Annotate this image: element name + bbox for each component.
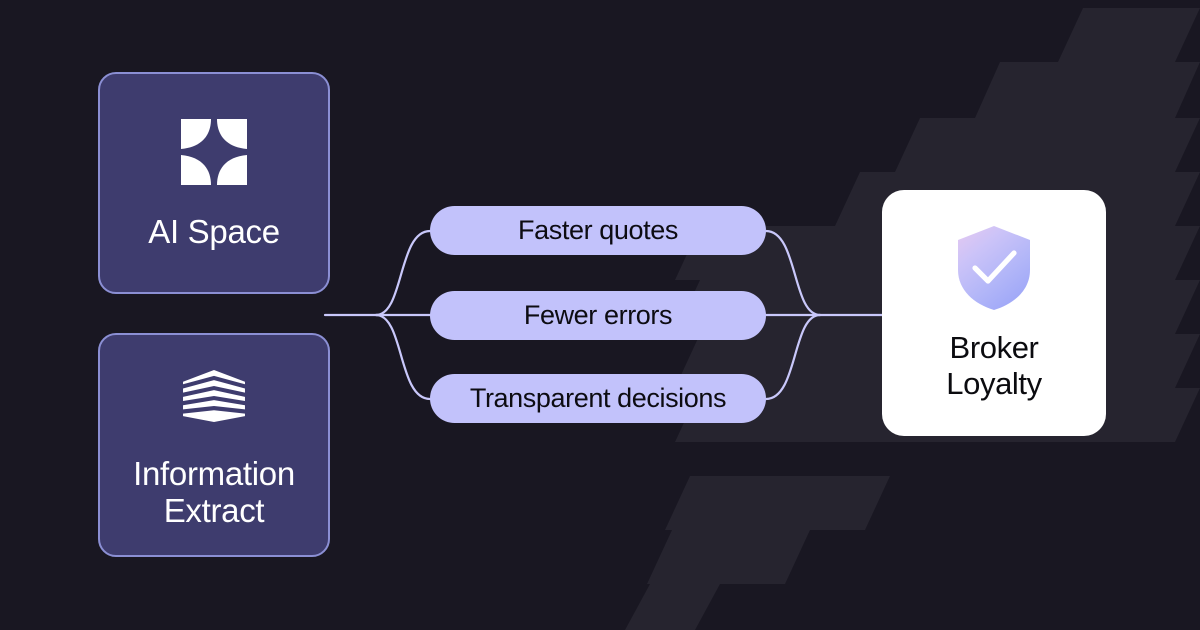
shield-check-icon (958, 226, 1030, 311)
connector-faster-quotes-to-right (764, 229, 822, 317)
benefit-pill-faster-quotes[interactable]: Faster quotes (430, 206, 766, 255)
source-card-label-line1: Information (133, 455, 295, 493)
source-card-information-extract[interactable]: Information Extract (98, 333, 330, 557)
connector-transparent-decisions-to-right (764, 313, 822, 401)
outcome-card-label-line1: Broker (949, 330, 1039, 366)
source-card-label: Information Extract (133, 455, 295, 530)
benefit-pill-label: Fewer errors (523, 300, 673, 330)
stacked-layers-icon (183, 370, 245, 423)
benefit-pill-transparent-decisions[interactable]: Transparent decisions (430, 374, 766, 423)
source-card-ai-space[interactable]: AI Space (98, 72, 330, 294)
outcome-card-broker-loyalty[interactable]: Broker Loyalty (882, 190, 1106, 436)
outcome-card-label-line2: Loyalty (946, 366, 1042, 401)
benefit-pill-label: Transparent decisions (469, 383, 727, 413)
connector-left-to-faster-quotes (374, 229, 432, 317)
source-card-label: AI Space (148, 212, 280, 250)
benefit-pill-fewer-errors[interactable]: Fewer errors (430, 291, 766, 340)
benefit-pill-label: Faster quotes (518, 215, 678, 245)
connector-left-to-transparent-decisions (374, 313, 432, 401)
outcome-card-label: Broker Loyalty (946, 330, 1042, 401)
four-petal-star-icon (181, 118, 247, 185)
source-card-label-line2: Extract (163, 492, 265, 529)
